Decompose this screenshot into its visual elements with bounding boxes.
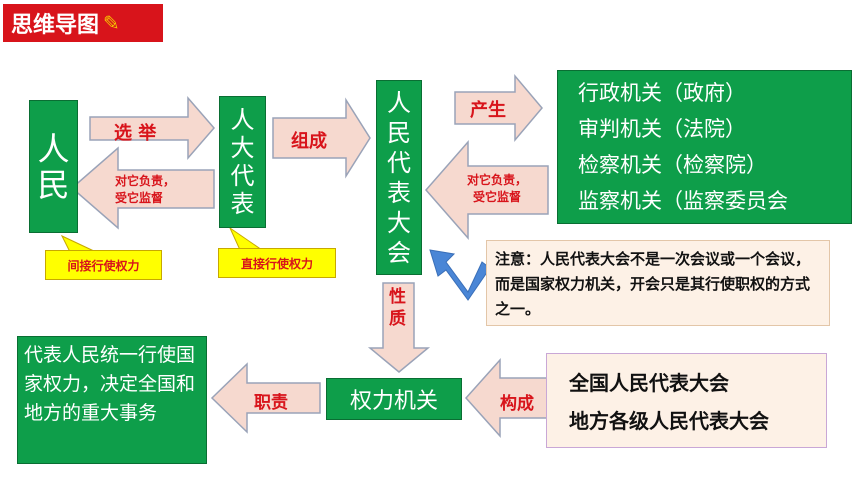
elect-arrow xyxy=(89,95,215,161)
duty-label: 职责 xyxy=(254,393,288,413)
produce-label: 产生 xyxy=(470,100,506,121)
nature-label: 性 质 xyxy=(389,287,406,329)
composed-of-arrow xyxy=(464,358,549,438)
organ-supervisory: 监察机关（监察委员会 xyxy=(578,189,788,213)
accountable-right-label: 对它负责， 受它监督 xyxy=(467,173,528,204)
direct-power-callout: 直接行使权力 xyxy=(218,248,336,278)
mind-map-header: 思维导图 ✎ xyxy=(3,4,163,42)
composition-local: 地方各级人民代表大会 xyxy=(569,409,769,433)
authority-label: 权力机关 xyxy=(349,389,438,414)
pencil-icon: ✎ xyxy=(103,11,120,35)
duty-arrow xyxy=(210,362,321,434)
note-pointer-arrow xyxy=(429,249,491,301)
composed-of-label: 构成 xyxy=(500,394,534,414)
duty-text: 代表人民统一行使国家权力，决定全国和地方的重大事务 xyxy=(24,344,196,424)
npc-deputies-node: 人大代表 xyxy=(219,96,266,228)
accountable-left-arrow xyxy=(70,146,215,230)
organ-executive: 行政机关（政府） xyxy=(578,81,746,105)
duty-box: 代表人民统一行使国家权力，决定全国和地方的重大事务 xyxy=(17,336,207,464)
indirect-power-text: 间接行使权力 xyxy=(67,258,140,273)
elect-label: 选 举 xyxy=(114,123,157,144)
direct-power-text: 直接行使权力 xyxy=(240,256,313,271)
state-organs-box: 行政机关（政府） 审判机关（法院） 检察机关（检察院） 监察机关（监察委员会 xyxy=(557,70,852,224)
people-label: 人民 xyxy=(37,129,70,204)
npc-node: 人民代表大会 xyxy=(376,80,422,275)
organ-judicial: 审判机关（法院） xyxy=(578,117,746,141)
indirect-power-callout: 间接行使权力 xyxy=(45,250,162,280)
attention-note-text: 注意：人民代表大会不是一次会议或一个会议，而是国家权力机关，开会只是其行使职权的… xyxy=(495,250,811,318)
people-node: 人民 xyxy=(29,100,78,233)
composition-box: 全国人民代表大会 地方各级人民代表大会 xyxy=(546,353,827,448)
attention-note: 注意：人民代表大会不是一次会议或一个会议，而是国家权力机关，开会只是其行使职权的… xyxy=(486,240,830,326)
organ-procuratorial: 检察机关（检察院） xyxy=(578,153,767,177)
header-title: 思维导图 xyxy=(11,13,100,38)
authority-node: 权力机关 xyxy=(326,378,462,420)
compose-label: 组成 xyxy=(291,131,327,152)
npc-label: 人民代表大会 xyxy=(387,88,411,267)
compose-arrow xyxy=(272,97,371,179)
nature-arrow xyxy=(367,282,431,373)
direct-callout-tail xyxy=(228,226,264,251)
composition-national: 全国人民代表大会 xyxy=(569,371,729,395)
npc-deputies-label: 人大代表 xyxy=(230,106,255,218)
accountable-right-arrow xyxy=(425,140,549,240)
produce-arrow xyxy=(454,73,543,143)
accountable-left-label: 对它负责， 受它监督 xyxy=(115,174,176,205)
